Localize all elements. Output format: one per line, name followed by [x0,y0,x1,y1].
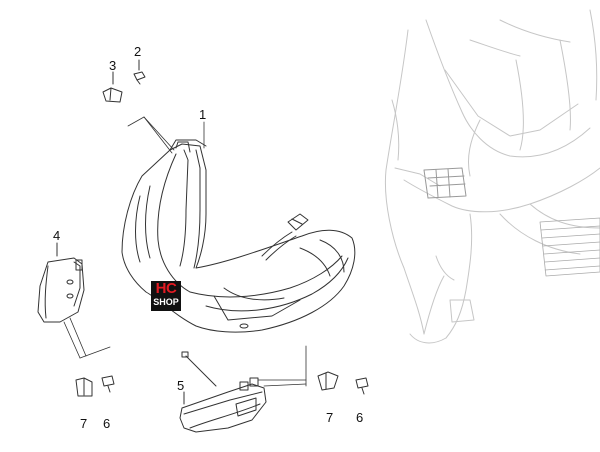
callout-6-right: 6 [356,410,364,425]
right-indicator-part-5 [179,351,267,433]
callout-7-right: 7 [326,410,334,425]
scooter-front-ghost [384,9,600,344]
screw-part-2 [133,59,146,85]
screw-left-part-6 [101,375,115,393]
callout-5: 5 [177,378,185,393]
callout-3: 3 [109,58,117,73]
callout-4: 4 [53,228,61,243]
hc-shop-logo: HC SHOP [151,281,181,311]
callout-7-left: 7 [80,416,88,431]
leader-left-lower [63,317,111,359]
callout-1: 1 [199,107,207,122]
screw-right-part-6 [355,377,369,395]
clip-part-3 [102,71,123,103]
left-indicator-part-4 [37,242,85,323]
ghost-grille [539,217,600,277]
callout-6-left: 6 [103,416,111,431]
leader-part-1 [127,116,205,154]
leader-right-indicator [257,345,307,387]
headlight-connector [261,213,309,261]
clip-left-part-7 [75,377,93,397]
logo-shop-text: SHOP [153,297,179,307]
headlight-assembly [121,139,356,333]
ghost-indicator-lens [423,167,467,199]
logo-hc-text: HC [155,280,177,297]
callout-2: 2 [134,44,142,59]
clip-right-part-7 [317,371,339,391]
